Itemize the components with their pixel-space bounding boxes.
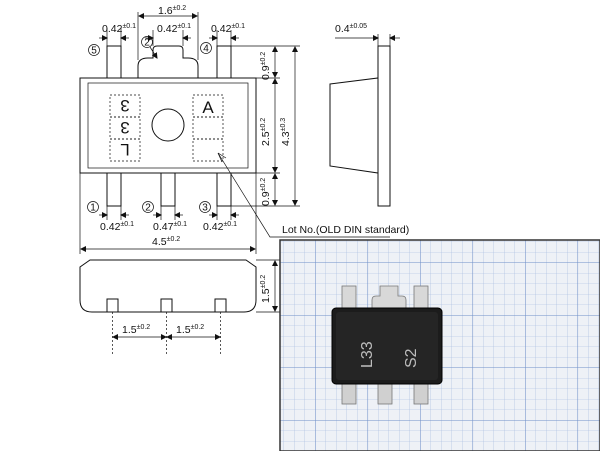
pin-2 <box>160 172 176 207</box>
mark-box-r1 <box>192 94 224 118</box>
dim-top-width: 1.6±0.2 <box>158 5 186 17</box>
side-lead <box>377 45 391 207</box>
dim-pin4-width: 0.42±0.1 <box>211 23 245 35</box>
pin-label-circle-5 <box>88 44 100 56</box>
photo-body-top <box>336 312 438 380</box>
pin-label-1: 1 <box>90 203 96 214</box>
side-body <box>329 77 379 174</box>
pin-label-circle-2-top <box>141 36 153 48</box>
marking-left-3: L <box>120 140 129 159</box>
pin-label-3: 3 <box>202 203 208 214</box>
dim-pin1-width: 0.42±0.1 <box>100 221 134 233</box>
pin-label-2-top: 2 <box>144 38 150 49</box>
pin-label-circle-2 <box>142 201 154 213</box>
pin-label-circle-3 <box>199 201 211 213</box>
dim-tab-width: 0.42±0.1 <box>157 23 191 35</box>
photo-marking-2: S2 <box>403 348 420 368</box>
center-tab <box>137 45 199 78</box>
marking-right: A <box>202 98 214 117</box>
dim-pin3-width: 0.42±0.1 <box>203 221 237 233</box>
photo-marking-1: L33 <box>359 341 376 368</box>
pin-label-circle-4 <box>200 42 212 54</box>
pin-4-top <box>216 45 232 79</box>
dim-lead-bottom: 0.9±0.2 <box>260 178 272 206</box>
front-body <box>79 259 257 313</box>
mark-box-l1 <box>109 94 141 118</box>
marking-left-1: 3 <box>120 96 129 115</box>
dim-lead-top: 0.9±0.2 <box>260 52 272 80</box>
mark-box-r2 <box>192 116 224 140</box>
pin-1 <box>106 172 122 207</box>
dim-pin2-width: 0.47±0.1 <box>153 221 187 233</box>
dim-pitch-1: 1.5±0.2 <box>122 324 150 336</box>
front-pin-2 <box>160 298 173 313</box>
orientation-dot <box>151 108 185 142</box>
pin-label-2: 2 <box>145 203 151 214</box>
pin-label-5: 5 <box>91 46 97 57</box>
dim-pin5-width: 0.42±0.1 <box>102 23 136 35</box>
pin-label-circle-1 <box>87 201 99 213</box>
dim-front-height: 1.5±0.2 <box>260 275 272 303</box>
pin-5-top <box>106 45 122 79</box>
pin-3 <box>216 172 232 207</box>
dim-total-height: 4.3±0.3 <box>280 118 292 146</box>
front-pin-3 <box>214 298 227 313</box>
package-body <box>79 77 257 174</box>
mark-box-l3 <box>109 138 141 162</box>
dim-thickness: 0.4±0.05 <box>335 23 367 35</box>
component-photo: L33 S2 <box>279 239 600 451</box>
mark-box-l2 <box>109 116 141 140</box>
front-view: 1.5±0.2 1.5±0.2 1.5±0.2 <box>79 259 282 355</box>
photo-tab <box>371 285 407 313</box>
dim-body-width: 4.5±0.2 <box>152 236 180 248</box>
pin-label-4: 4 <box>203 44 209 55</box>
side-view: 0.4±0.05 <box>329 23 400 207</box>
package-body-inner <box>87 82 249 169</box>
dim-body-height: 2.5±0.2 <box>260 118 272 146</box>
dim-pitch-2: 1.5±0.2 <box>176 324 204 336</box>
top-view: 3 3 L A 5 2 4 1 2 3 1.6±0.2 0.42±0.1 <box>79 5 409 254</box>
front-pin-1 <box>106 298 119 313</box>
lot-number-note: Lot No.(OLD DIN standard) <box>282 224 409 236</box>
marking-left-2: 3 <box>120 118 129 137</box>
mark-box-r3 <box>192 138 224 162</box>
